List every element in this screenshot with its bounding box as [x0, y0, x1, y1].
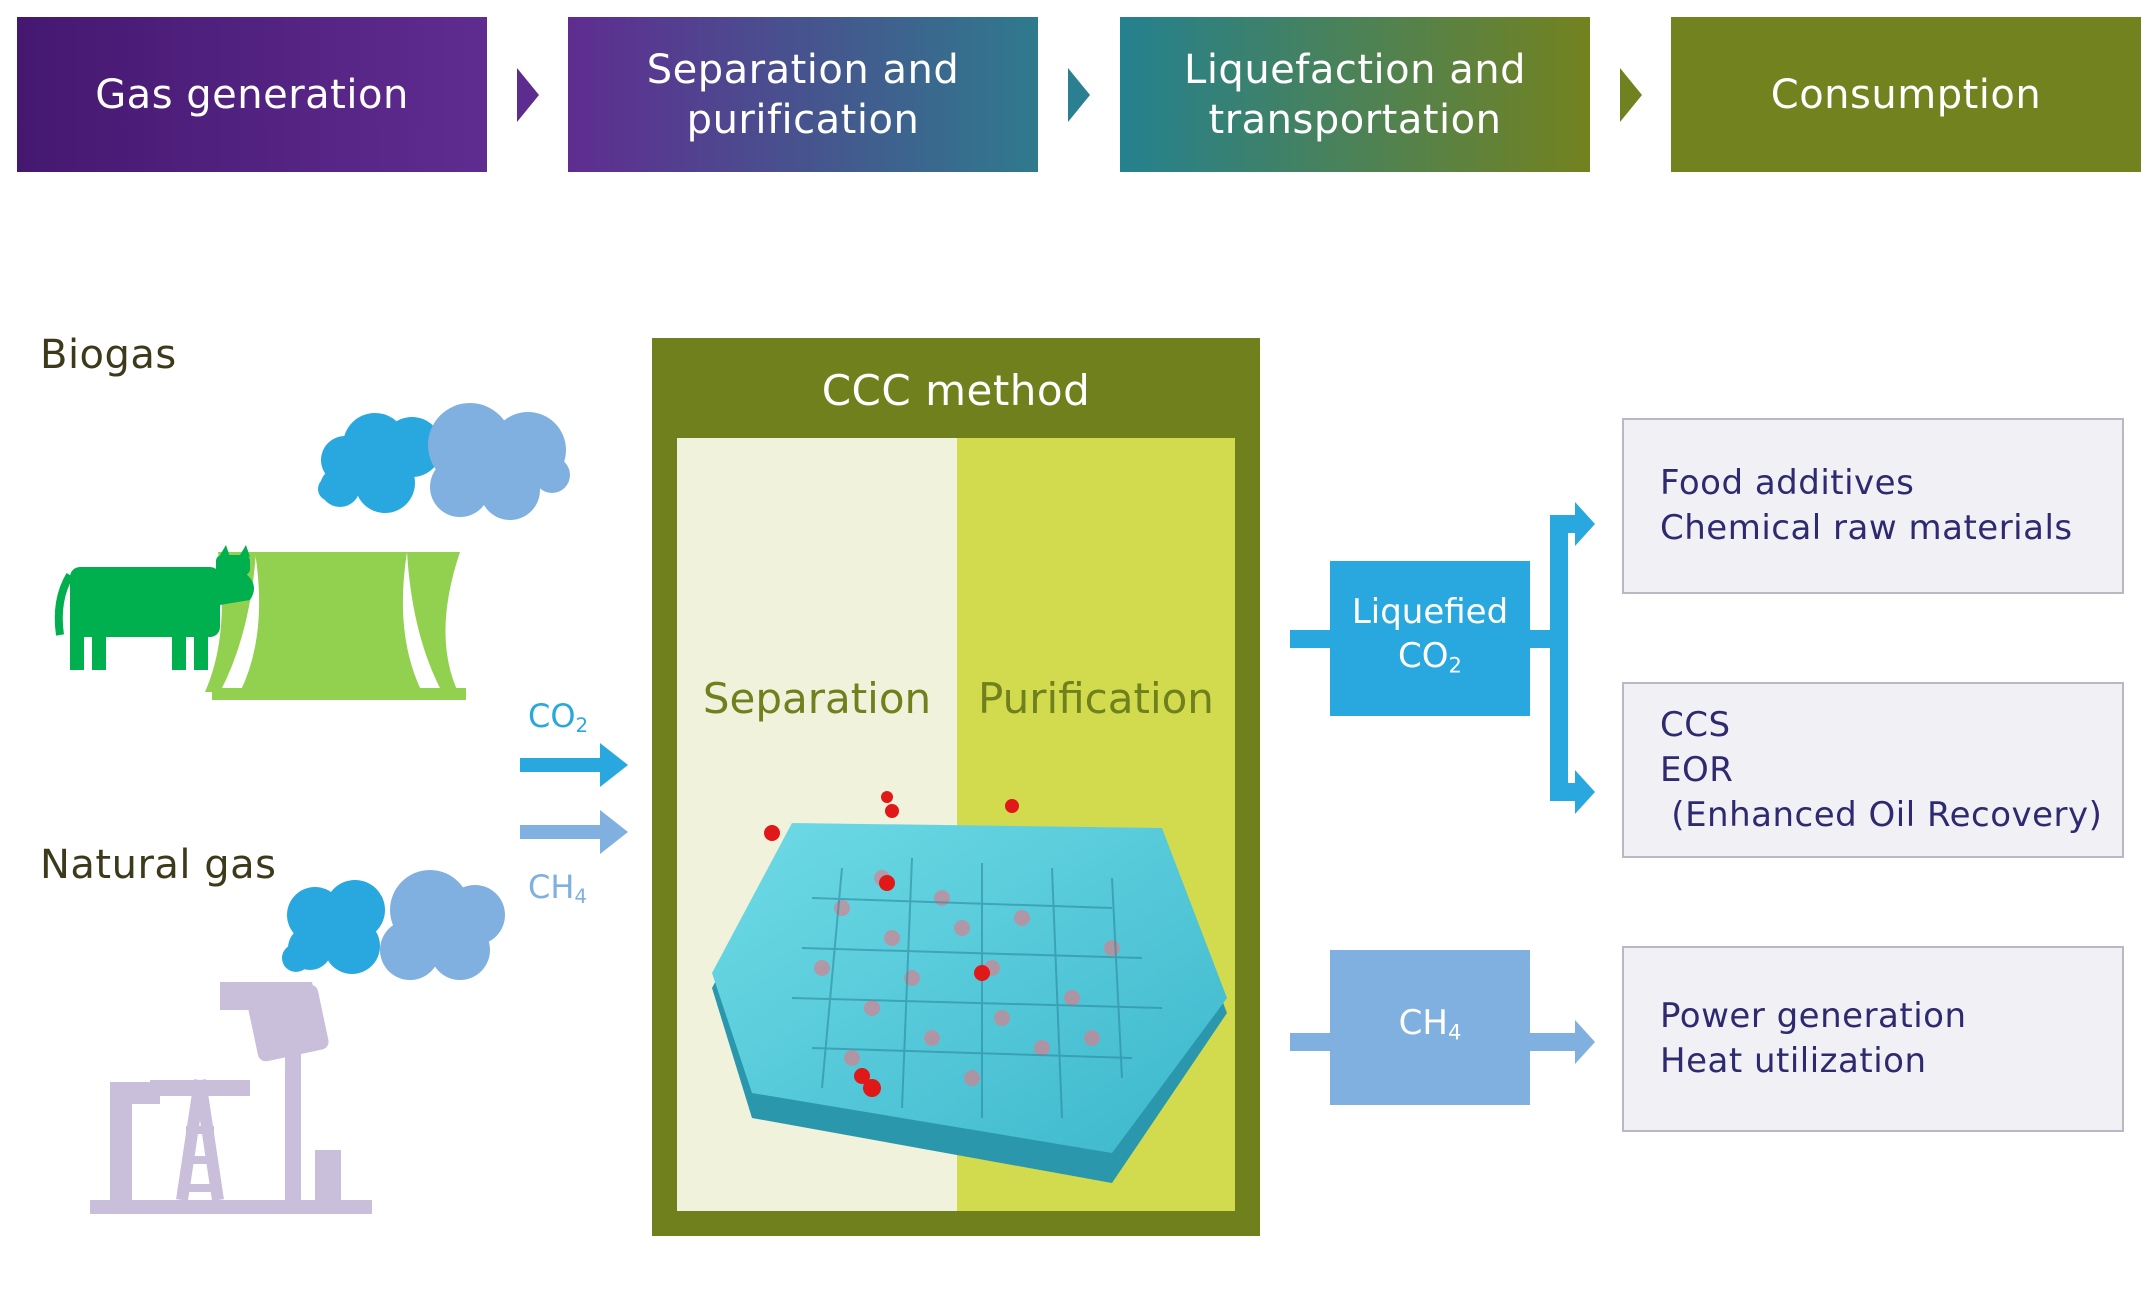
arrow-right-icon [1575, 770, 1595, 814]
liquefied-co2-label: CO2 [1398, 634, 1462, 687]
use-power-line: Power generation [1660, 996, 1967, 1036]
use-food-line: Food additives [1660, 463, 1915, 503]
biogas-label: Biogas [40, 332, 177, 378]
ch4-product-text: CH [1398, 1002, 1448, 1043]
output-connectors [1290, 502, 1595, 1064]
ch4-product-box: CH4 [1330, 950, 1530, 1105]
chevron-right-icon [517, 68, 539, 122]
use-eor-expansion-line: (Enhanced Oil Recovery) [1660, 794, 2103, 835]
ch4-subscript: 4 [574, 884, 588, 908]
use-power-box: Power generation Heat utilization [1622, 946, 2124, 1132]
liquefied-label: Liquefied [1351, 591, 1509, 632]
co2-subscript: 2 [575, 713, 589, 737]
ch4-product-label: CH4 [1399, 1001, 1462, 1054]
arrow-right-icon [1575, 502, 1595, 546]
ch4-label: CH4 [528, 868, 587, 908]
step-consumption: Consumption [1671, 17, 2141, 172]
membrane-illustration [712, 791, 1227, 1183]
use-heat-line: Heat utilization [1660, 1041, 1927, 1081]
use-food-box: Food additives Chemical raw materials [1622, 418, 2124, 594]
pump-jack-icon [90, 982, 372, 1214]
co2-arrow-icon [520, 743, 628, 787]
co2-text: CO [528, 697, 576, 735]
step-liquefaction-transportation: Liquefaction and transportation [1120, 17, 1590, 172]
use-ccs-box: CCS EOR (Enhanced Oil Recovery) [1622, 682, 2124, 858]
use-eor-line: EOR [1660, 749, 1734, 790]
co2-label: CO2 [528, 697, 588, 737]
chevron-right-icon [1620, 68, 1642, 122]
liquefied-co2-text: CO [1398, 635, 1449, 676]
chevron-right-icon [1068, 68, 1090, 122]
separation-label: Separation [702, 674, 932, 723]
ch4-product-subscript: 4 [1447, 1019, 1462, 1045]
arrow-right-icon [1575, 1020, 1595, 1064]
step-separation-purification: Separation and purification [568, 17, 1038, 172]
use-chemical-line: Chemical raw materials [1660, 508, 2073, 548]
ch4-text: CH [528, 868, 575, 906]
cooling-tower-icon [205, 552, 466, 700]
step-gas-generation: Gas generation [17, 17, 487, 172]
cloud-icon [318, 403, 570, 520]
biogas-illustration [54, 403, 570, 700]
natural-gas-illustration [90, 870, 505, 1214]
ccc-title: CCC method [821, 366, 1091, 415]
ccc-method-box: CCC method Separation Purification [652, 338, 1260, 1236]
ch4-arrow-icon [520, 810, 628, 854]
cloud-icon [282, 870, 505, 980]
natural-gas-label: Natural gas [40, 842, 277, 888]
use-ccs-line: CCS [1660, 704, 1731, 745]
purification-label: Purification [978, 674, 1214, 723]
cow-icon [54, 545, 254, 670]
liquefied-co2-subscript: 2 [1448, 652, 1462, 678]
gas-arrows [520, 743, 628, 854]
liquefied-co2-box: Liquefied CO2 [1330, 561, 1530, 716]
